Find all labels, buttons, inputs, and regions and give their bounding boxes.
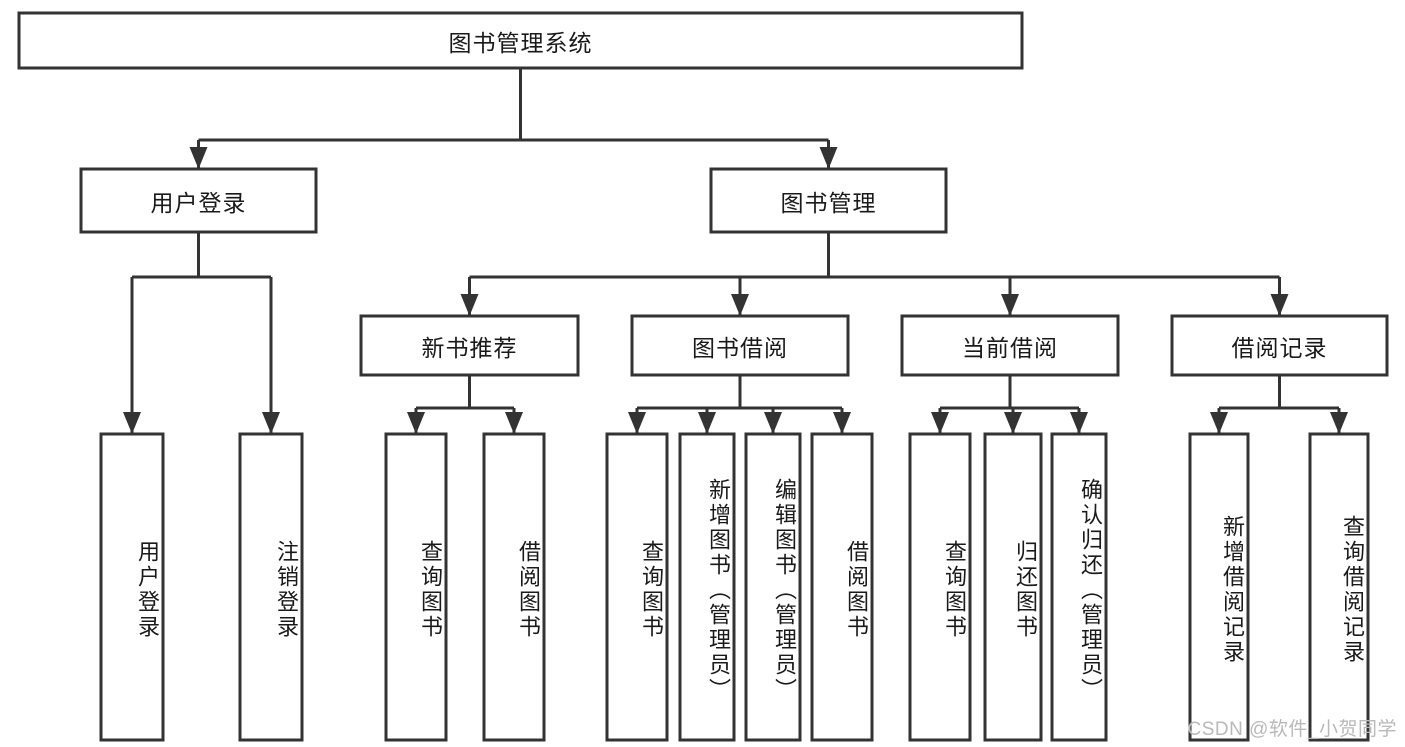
arrow-head-icon-leaf-add-book <box>698 412 716 434</box>
arrow-head-icon-leaf-borrow-new <box>505 412 523 434</box>
node-box-leaf-add-book[interactable] <box>678 432 736 742</box>
node-box-leaf-query-cur[interactable] <box>908 432 972 742</box>
node-box-current[interactable] <box>900 314 1120 377</box>
arrow-head-icon-leaf-query-book <box>628 412 646 434</box>
node-box-leaf-add-record[interactable] <box>1188 432 1250 742</box>
node-box-leaf-query-book[interactable] <box>605 432 669 742</box>
node-box-records[interactable] <box>1170 314 1389 377</box>
node-box-leaf-confirm[interactable] <box>1050 432 1108 742</box>
arrow-head-icon-login <box>189 147 208 169</box>
arrow-head-icon-records <box>1270 294 1289 316</box>
node-box-leaf-edit-book[interactable] <box>744 432 802 742</box>
node-box-leaf-query-new[interactable] <box>384 432 448 742</box>
node-box-leaf-return[interactable] <box>983 432 1043 742</box>
node-box-leaf-borrow-book[interactable] <box>810 432 874 742</box>
arrow-head-icon-leaf-query-record <box>1330 412 1348 434</box>
csdn-watermark: CSDN @软件_小贺同学 <box>1187 719 1397 740</box>
node-box-borrow[interactable] <box>630 314 850 377</box>
arrow-head-icon-leaf-query-new <box>407 412 425 434</box>
arrow-head-icon-leaf-add-record <box>1210 412 1228 434</box>
node-box-layer <box>17 11 1389 742</box>
arrow-head-icon-borrow <box>731 294 749 316</box>
arrow-head-icon-current <box>1001 294 1019 316</box>
node-box-bookmgmt[interactable] <box>709 167 948 234</box>
arrow-head-icon-bookmgmt <box>819 147 838 169</box>
node-box-newbooks[interactable] <box>359 314 580 377</box>
arrow-head-icon-leaf-edit-book <box>764 412 782 434</box>
node-box-leaf-logout[interactable] <box>238 432 304 742</box>
arrow-head-icon-leaf-confirm <box>1070 412 1088 434</box>
connector-layer <box>123 68 1348 434</box>
node-box-leaf-query-record[interactable] <box>1308 432 1370 742</box>
arrow-head-icon-leaf-borrow-book <box>833 412 851 434</box>
node-box-login[interactable] <box>79 167 318 234</box>
arrow-head-icon-leaf-return <box>1004 412 1022 434</box>
arrow-head-icon-leaf-login <box>123 412 141 434</box>
arrow-head-icon-leaf-query-cur <box>931 412 949 434</box>
arrow-head-icon-newbooks <box>460 294 479 316</box>
node-box-leaf-login[interactable] <box>99 432 165 742</box>
node-box-leaf-borrow-new[interactable] <box>482 432 546 742</box>
node-box-root[interactable] <box>17 11 1024 70</box>
arrow-head-icon-leaf-logout <box>262 412 280 434</box>
